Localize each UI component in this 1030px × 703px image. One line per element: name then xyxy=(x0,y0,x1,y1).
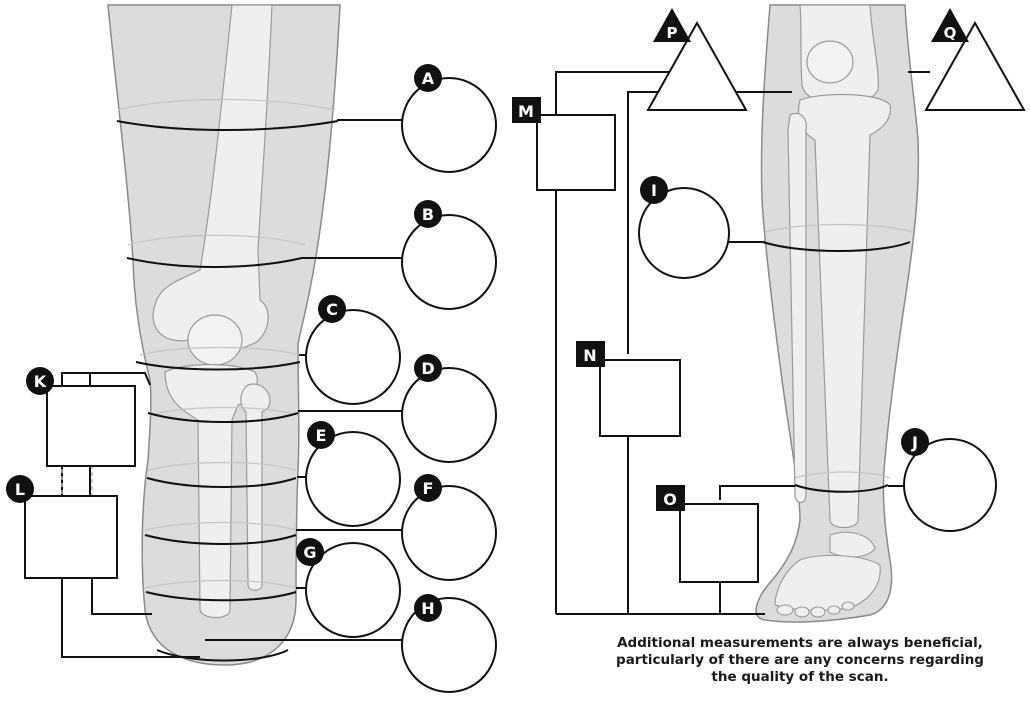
residual-limb xyxy=(108,5,340,665)
marker-square-o[interactable]: O xyxy=(656,485,758,582)
marker-circle-e[interactable]: E xyxy=(306,421,400,526)
marker-triangle-p[interactable]: P xyxy=(648,8,746,110)
marker-label: A xyxy=(422,69,435,88)
marker-circle-f[interactable]: F xyxy=(402,474,496,580)
footnote-line-2: particularly of there are any concerns r… xyxy=(560,652,1030,669)
marker-square-n[interactable]: N xyxy=(576,341,680,436)
marker-label: M xyxy=(518,102,534,121)
marker-label: Q xyxy=(944,24,957,42)
marker-label: J xyxy=(911,433,918,452)
marker-label: O xyxy=(663,490,677,509)
patella xyxy=(807,41,853,83)
footnote: Additional measurements are always benef… xyxy=(560,635,1030,686)
patella xyxy=(188,315,242,365)
marker-label: P xyxy=(667,24,678,42)
marker-circle-g[interactable]: G xyxy=(296,538,400,637)
marker-label: I xyxy=(651,181,657,200)
marker-circle-b[interactable]: B xyxy=(402,200,496,309)
marker-circle-i[interactable]: I xyxy=(639,176,729,278)
marker-square-m[interactable]: M xyxy=(512,97,615,190)
marker-label: H xyxy=(421,599,434,618)
marker-label: L xyxy=(15,480,25,499)
marker-label: B xyxy=(422,205,434,224)
marker-circle-a[interactable]: A xyxy=(402,64,496,172)
footnote-line-1: Additional measurements are always benef… xyxy=(560,635,1030,652)
marker-circle-h[interactable]: H xyxy=(402,594,496,692)
footnote-line-3: the quality of the scan. xyxy=(560,669,1030,686)
marker-label: E xyxy=(316,426,327,445)
marker-circle-c[interactable]: C xyxy=(306,295,400,404)
marker-circle-j[interactable]: J xyxy=(901,428,996,531)
marker-label: G xyxy=(303,543,316,562)
marker-label: D xyxy=(421,359,434,378)
marker-circle-d[interactable]: D xyxy=(402,354,496,462)
marker-square-k[interactable]: K xyxy=(26,367,135,466)
full-leg xyxy=(756,5,918,622)
marker-label: K xyxy=(34,372,47,391)
marker-label: C xyxy=(326,300,338,319)
marker-label: N xyxy=(583,346,596,365)
marker-triangle-q[interactable]: Q xyxy=(926,8,1024,110)
marker-label: F xyxy=(423,479,434,498)
